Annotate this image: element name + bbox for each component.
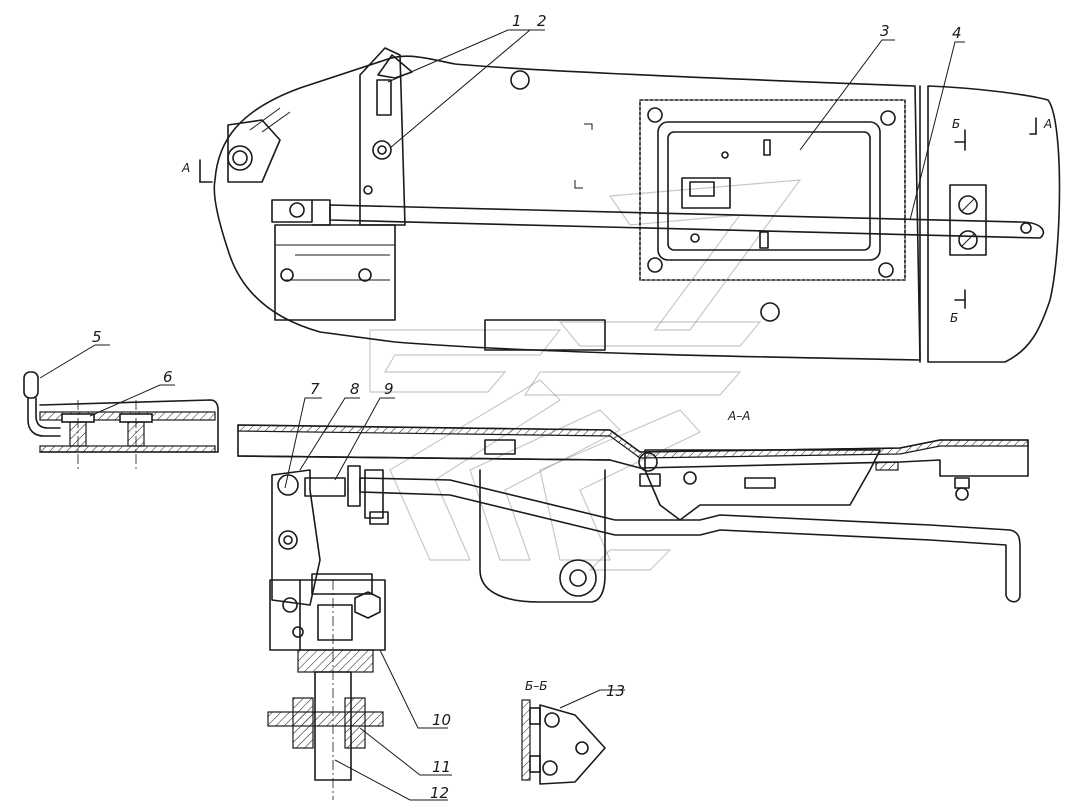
section-marker-b-bottom: Б [950,289,966,325]
callout-5: 5 [92,328,102,346]
section-letter-b-top: Б [952,117,960,131]
section-marker-a-right: А [1029,117,1052,135]
callout-4: 4 [952,24,962,42]
callout-7: 7 [310,380,320,398]
callout-12: 12 [430,784,449,802]
section-letter-b-bottom: Б [950,311,958,325]
section-letter-a-left: А [181,161,190,175]
section-letter-a-right: А [1043,117,1052,131]
main-assembly-top-view [213,47,1061,363]
callout-labels: 1 2 3 4 5 6 7 8 9 10 11 12 13 А–А Б–Б [92,12,962,802]
callout-13: 13 [606,682,625,700]
callout-3: 3 [880,22,890,40]
section-aa-view [237,424,1029,800]
callout-9: 9 [384,380,394,398]
callout-10: 10 [432,711,451,729]
section-title-aa: А–А [727,409,750,423]
section-bb-view [521,699,606,785]
detail-left-section [23,371,219,470]
section-marker-a-left: А [181,159,213,183]
callout-11: 11 [432,758,451,776]
section-marker-b-top: Б [952,117,966,151]
callout-1: 1 [512,12,522,30]
section-title-bb: Б–Б [525,679,547,693]
callout-2: 2 [537,12,547,30]
callout-6: 6 [163,368,173,386]
watermark-logo [369,179,802,571]
leader-lines [39,29,965,801]
callout-8: 8 [350,380,360,398]
